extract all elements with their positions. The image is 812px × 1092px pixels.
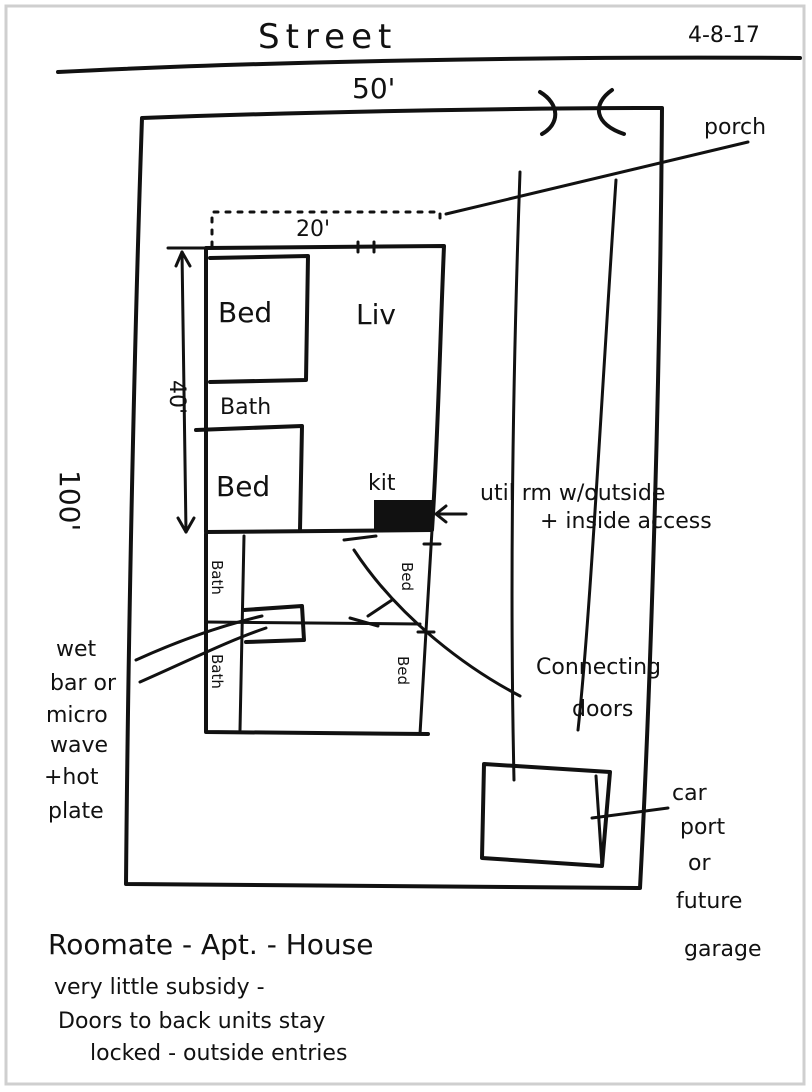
back-bath-2-label: Bath xyxy=(208,654,226,689)
wet-bar-line-2: bar or xyxy=(50,671,117,696)
back-units-outline xyxy=(204,532,430,736)
utility-room-block xyxy=(374,500,432,530)
porch-label: porch xyxy=(704,115,766,140)
living-room-label: Liv xyxy=(356,298,396,331)
lot-width-label: 50' xyxy=(352,72,395,105)
back-room-1-label: Bed xyxy=(398,562,416,591)
back-bath-1-label: Bath xyxy=(208,560,226,595)
driveway-right-edge xyxy=(576,178,618,732)
wet-bar-line-1: wet xyxy=(56,637,97,662)
street-label: Street xyxy=(258,17,397,57)
carport-line-4: future xyxy=(676,889,742,914)
carport-line-5: garage xyxy=(684,937,761,962)
carport-line-2: port xyxy=(680,815,725,840)
util-note-line-2: + inside access xyxy=(540,509,712,534)
bedroom-rear-label: Bed xyxy=(216,470,270,503)
porch-left-bracket xyxy=(538,90,558,136)
date-label: 4-8-17 xyxy=(688,23,760,48)
dimension-arrow-up xyxy=(174,250,192,268)
connecting-doors-line-1: Connecting xyxy=(536,655,661,680)
wet-bar-line-3: micro xyxy=(46,703,108,728)
bedroom-rear xyxy=(194,424,304,532)
bedroom-front-label: Bed xyxy=(218,296,272,329)
lot-outline xyxy=(124,106,664,890)
unit-width-label: 20' xyxy=(296,217,330,242)
back-room-2-label: Bed xyxy=(394,656,412,685)
note-line-4: locked - outside entries xyxy=(90,1041,347,1066)
carport-line-1: car xyxy=(672,781,708,806)
wet-bar-box xyxy=(242,604,306,644)
note-line-2: very little subsidy - xyxy=(54,975,265,1000)
util-note-line-1: util rm w/outside xyxy=(480,481,665,506)
note-line-1: Roomate - Apt. - House xyxy=(48,928,373,961)
porch-leader-line xyxy=(444,140,750,216)
connecting-door-marks xyxy=(342,534,380,628)
connecting-doors-line-2: doors xyxy=(572,697,633,722)
kitchen-label: kit xyxy=(368,471,396,496)
driveway-left-edge xyxy=(510,170,522,782)
wet-bar-line-6: plate xyxy=(48,799,104,824)
front-door-marks xyxy=(356,240,376,254)
lot-depth-label: 100' xyxy=(53,470,86,531)
wet-bar-line-4: wave xyxy=(50,733,108,758)
back-baths-divider xyxy=(238,534,246,732)
front-unit-outline xyxy=(204,244,446,534)
paper-border xyxy=(4,4,806,1086)
unit-depth-label: 40' xyxy=(164,380,189,414)
street-line xyxy=(56,55,802,74)
bedroom-front xyxy=(208,254,310,384)
carport-inner-line xyxy=(594,774,604,868)
dimension-arrow-down xyxy=(176,516,196,534)
connecting-leader-2 xyxy=(366,598,394,618)
wet-bar-line-5: +hot xyxy=(44,765,99,790)
bath-label: Bath xyxy=(220,395,271,420)
unit-depth-dimension-line xyxy=(180,250,188,534)
connecting-leader-1 xyxy=(352,548,522,698)
utility-arrow xyxy=(434,504,468,524)
porch-right-bracket xyxy=(596,88,626,136)
note-line-3: Doors to back units stay xyxy=(58,1009,325,1034)
carport-line-3: or xyxy=(688,851,711,876)
front-porch-dotted xyxy=(210,210,442,248)
carport-leader xyxy=(590,806,670,820)
wet-bar-leader xyxy=(134,614,268,684)
